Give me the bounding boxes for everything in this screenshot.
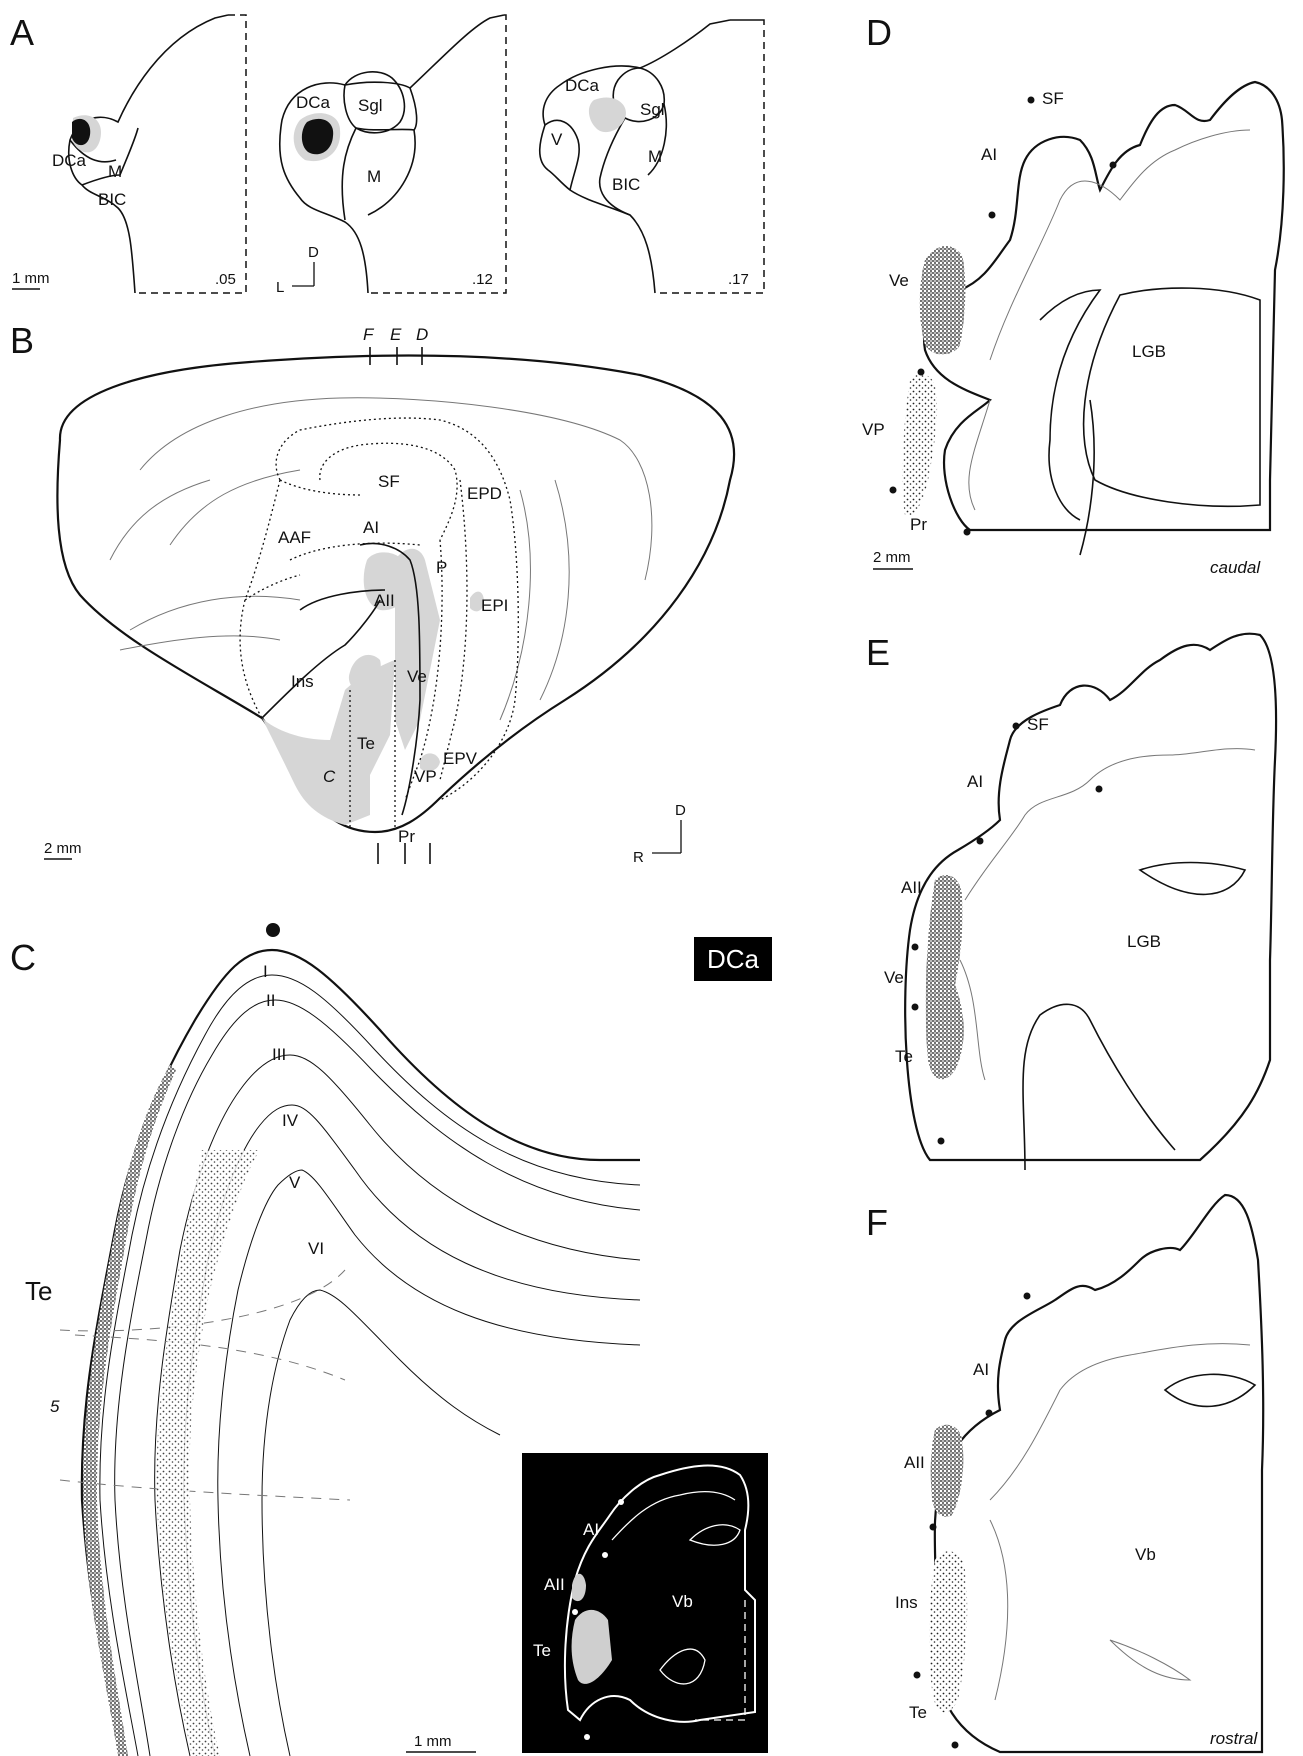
scale-bar-c: 1 mm: [406, 1733, 476, 1752]
section-f-outline: [934, 1195, 1263, 1752]
e-label-ai: AI: [967, 772, 983, 791]
panel-c: C DCa I II III IV V VI Te 5 1 mm: [10, 923, 772, 1756]
f-position: rostral: [1210, 1729, 1258, 1748]
section-a3-label-v: V: [551, 130, 563, 149]
area-label-te-c: Te: [25, 1276, 52, 1306]
inset-label-ai: AI: [583, 1520, 599, 1539]
panel-letter-c: C: [10, 937, 36, 978]
f-label-ins: Ins: [895, 1593, 918, 1612]
panel-d: D SF AI Ve VP Pr LGB 2 mm caudal: [862, 12, 1284, 577]
section-a3-label-sgl: Sgl: [640, 100, 665, 119]
e-label-ve: Ve: [884, 968, 904, 987]
f-label-vb: Vb: [1135, 1545, 1156, 1564]
section-a2-label-sgl: Sgl: [358, 96, 383, 115]
section-a1-label-dca: DCa: [52, 151, 87, 170]
f-label-ai: AI: [973, 1360, 989, 1379]
inset-label-vb: Vb: [672, 1592, 693, 1611]
panel-a: A DCa M BIC .05 1 mm DCa Sgl: [10, 12, 764, 296]
panel-letter-b: B: [10, 320, 34, 361]
section-mark-e: E: [390, 325, 402, 344]
section-a3-level: .17: [728, 271, 749, 288]
layer-label-vi: VI: [308, 1239, 324, 1258]
d-position: caudal: [1210, 558, 1261, 577]
section-mark-d: D: [416, 325, 428, 344]
e-label-te: Te: [895, 1047, 913, 1066]
inset-label-te: Te: [533, 1641, 551, 1660]
e-label-sf: SF: [1027, 715, 1049, 734]
e-label-aii: AII: [901, 878, 922, 897]
section-a3-label-bic: BIC: [612, 175, 640, 194]
d-label-vp: VP: [862, 420, 885, 439]
area-label-ins: Ins: [291, 672, 314, 691]
area-label-sf: SF: [378, 472, 400, 491]
section-marks-bottom: [378, 843, 430, 864]
area-label-ai: AI: [363, 518, 379, 537]
f-label-aii: AII: [904, 1453, 925, 1472]
f-label-te: Te: [909, 1703, 927, 1722]
area-label-aii: AII: [374, 591, 395, 610]
d-label-pr: Pr: [910, 515, 927, 534]
section-a1-level: .05: [215, 271, 236, 288]
layer-label-v: V: [289, 1173, 301, 1192]
layer-label-ii: II: [266, 991, 275, 1010]
d-label-lgb: LGB: [1132, 342, 1166, 361]
scale-bar-a: 1 mm: [12, 270, 50, 289]
e-label-lgb: LGB: [1127, 932, 1161, 951]
scale-c-label: 1 mm: [414, 1733, 452, 1750]
d-label-sf: SF: [1042, 89, 1064, 108]
section-a3-label-m: M: [648, 147, 662, 166]
section-mark-f: F: [363, 325, 375, 344]
panel-e: E SF AI AII Ve Te LGB: [866, 632, 1276, 1170]
layer-label-iii: III: [272, 1045, 286, 1064]
panel-letter-f: F: [866, 1202, 888, 1243]
orientation-b: D R: [633, 802, 686, 866]
area-label-epv: EPV: [443, 749, 478, 768]
panel-b: B F E D: [10, 320, 734, 866]
area-label-aaf: AAF: [278, 528, 311, 547]
layer-label-i: I: [263, 962, 268, 981]
area-number-5: 5: [50, 1397, 60, 1416]
section-a3-label-dca: DCa: [565, 76, 600, 95]
area-label-ve: Ve: [407, 667, 427, 686]
section-a2-label-m: M: [367, 167, 381, 186]
d-label-ve: Ve: [889, 271, 909, 290]
area-label-epi: EPI: [481, 596, 508, 615]
region-te-shaded: [262, 660, 395, 825]
panel-letter-d: D: [866, 12, 892, 53]
section-marks-top: F E D: [363, 325, 428, 365]
d-label-ai: AI: [981, 145, 997, 164]
inset-label-aii: AII: [544, 1575, 565, 1594]
orient-a-side: L: [276, 279, 284, 296]
section-a1-label-bic: BIC: [98, 190, 126, 209]
scale-bar-b: 2 mm: [44, 840, 82, 859]
section-d-outline: [924, 82, 1284, 530]
area-label-vp: VP: [414, 767, 437, 786]
section-a3: DCa Sgl V M BIC .17: [540, 20, 764, 293]
inset-thumbnail: AI AII Te Vb: [522, 1453, 768, 1753]
scale-a-label: 1 mm: [12, 270, 50, 287]
section-a2-level: .12: [472, 271, 493, 288]
area-label-pr: Pr: [398, 827, 415, 846]
area-label-c-italic: C: [323, 767, 336, 786]
area-label-epd: EPD: [467, 484, 502, 503]
badge-dca: DCa: [694, 937, 772, 981]
scale-bar-d: 2 mm: [873, 549, 913, 569]
panel-letter-a: A: [10, 12, 34, 53]
orient-a-up: D: [308, 244, 319, 261]
section-a1: DCa M BIC .05: [52, 15, 246, 293]
orient-b-side: R: [633, 849, 644, 866]
section-a2-label-dca: DCa: [296, 93, 331, 112]
layer-label-iv: IV: [282, 1111, 299, 1130]
area-label-p: P: [436, 558, 447, 577]
badge-dca-text: DCa: [707, 944, 760, 974]
area-label-te: Te: [357, 734, 375, 753]
orientation-a: D L: [276, 244, 319, 296]
scale-d-label: 2 mm: [873, 549, 911, 566]
scale-b-label: 2 mm: [44, 840, 82, 857]
panel-letter-e: E: [866, 632, 890, 673]
section-a1-label-m: M: [108, 162, 122, 181]
panel-f: F AI AII Ins Te Vb rostral: [866, 1195, 1263, 1752]
orient-b-up: D: [675, 802, 686, 819]
